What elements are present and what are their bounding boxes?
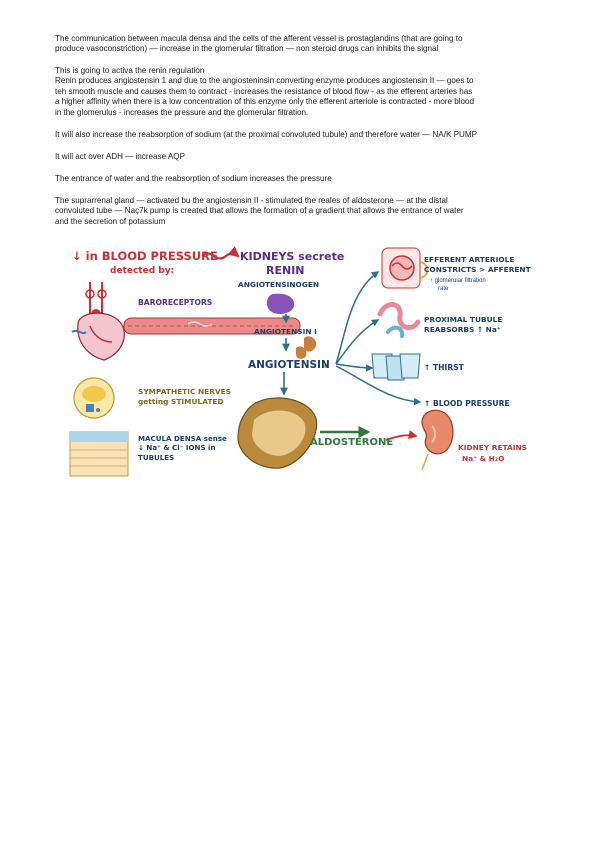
baroreceptors-label: BARORECEPTORS	[138, 298, 212, 307]
paragraph-6: The suprarrenal gland — activated bu the…	[55, 196, 553, 227]
text-line: in the glomerulus - increases the pressu…	[55, 107, 309, 117]
heart-icon	[71, 282, 125, 361]
adrenal-gland-icon	[237, 397, 318, 469]
paragraph-2: This is going to activa the renin regula…	[55, 66, 553, 118]
text-line: and the secretion of potassium	[55, 216, 166, 226]
kidneys-label: KIDNEYS secrete	[240, 250, 344, 263]
raas-illustration: ↓ in BLOOD PRESSURE detected by: BAROREC…	[69, 246, 531, 477]
arrow-to-kidney	[385, 430, 418, 441]
sympathetic-label-2: getting STIMULATED	[138, 397, 224, 406]
text-line: produce vasoconstriction) — increase in …	[55, 44, 439, 54]
text-line: The entrance of water and the reabsorpti…	[55, 174, 332, 183]
proximal-tubule-icon	[377, 302, 421, 338]
blood-pressure-label: ↑ BLOOD PRESSURE	[424, 399, 510, 408]
efferent-label-2: CONSTRICTS > AFFERENT	[424, 265, 531, 274]
text-line: It will act over ADH — increase AQP	[55, 152, 185, 161]
efferent-label-1: EFFERENT ARTERIOLE	[424, 255, 514, 264]
proximal-label-1: PROXIMAL TUBULE	[424, 315, 502, 324]
molecule-icon	[266, 293, 295, 314]
macula-label-2: ↓ Na⁺ & Cl⁻ IONS in	[138, 443, 216, 452]
angiotensin-2-suffix: II	[324, 361, 328, 370]
bp-subtitle: detected by:	[110, 266, 174, 276]
enzyme-icon	[296, 336, 317, 359]
kidney-retains-label-1: KIDNEY RETAINS	[458, 443, 527, 452]
arrow-to-efferent	[335, 271, 380, 365]
macula-label-1: MACULA DENSA sense	[138, 434, 227, 443]
text-line: a higher affinity when there is a low co…	[55, 97, 475, 107]
paragraph-5: The entrance of water and the reabsorpti…	[55, 174, 553, 184]
water-glasses-icon	[371, 353, 421, 381]
proximal-label-2: REABSORBS ↑ Na⁺	[424, 325, 501, 334]
text-line: The communication between macula densa a…	[55, 34, 463, 43]
angiotensinogen-label: ANGIOTENSINOGEN	[238, 280, 319, 289]
tubule-icon	[69, 431, 129, 477]
kidney-retains-label-2: Na⁺ & H₂O	[462, 454, 504, 463]
paragraph-1: The communication between macula densa a…	[55, 34, 553, 55]
arrow-to-proximal	[335, 319, 380, 365]
thirst-label: ↑ THIRST	[424, 363, 465, 372]
angiotensin-2-label: ANGIOTENSIN	[248, 359, 330, 371]
sympathetic-label-1: SYMPATHETIC NERVES	[138, 387, 231, 396]
text-line: It will also increase the reabsorption o…	[55, 130, 477, 139]
angiotensin-1-label: ANGIOTENSIN I	[254, 327, 317, 336]
nerve-cell-icon	[73, 377, 115, 419]
glomerulus-icon	[381, 247, 429, 289]
text-line: The suprarrenal gland — activated bu the…	[55, 196, 448, 205]
blood-vessel-icon	[123, 317, 301, 335]
text-line: Renin produces angiostensin 1 and due to…	[55, 76, 474, 86]
aldosterone-label: ALDOSTERONE	[310, 437, 393, 448]
efferent-label-3: ↑ glomerular filtration	[430, 278, 486, 284]
renin-label: RENIN	[266, 264, 305, 277]
kidney-icon	[421, 409, 454, 471]
arrow-to-bp	[335, 365, 422, 406]
arrow-to-kidneys	[201, 246, 240, 260]
text-line: teh smooth muscle and causes them to con…	[55, 86, 473, 96]
arrow-to-thirst	[335, 363, 374, 372]
paragraph-3: It will also increase the reabsorption o…	[55, 130, 553, 140]
efferent-label-4: rate	[438, 286, 449, 292]
macula-label-3: TUBULES	[138, 453, 174, 462]
text-line: This is going to activa the renin regula…	[55, 66, 205, 75]
text-line: convoluted tube — Naç7k pump is created …	[55, 206, 464, 216]
bp-title: ↓ in BLOOD PRESSURE	[72, 249, 218, 263]
paragraph-4: It will act over ADH — increase AQP	[55, 152, 553, 162]
